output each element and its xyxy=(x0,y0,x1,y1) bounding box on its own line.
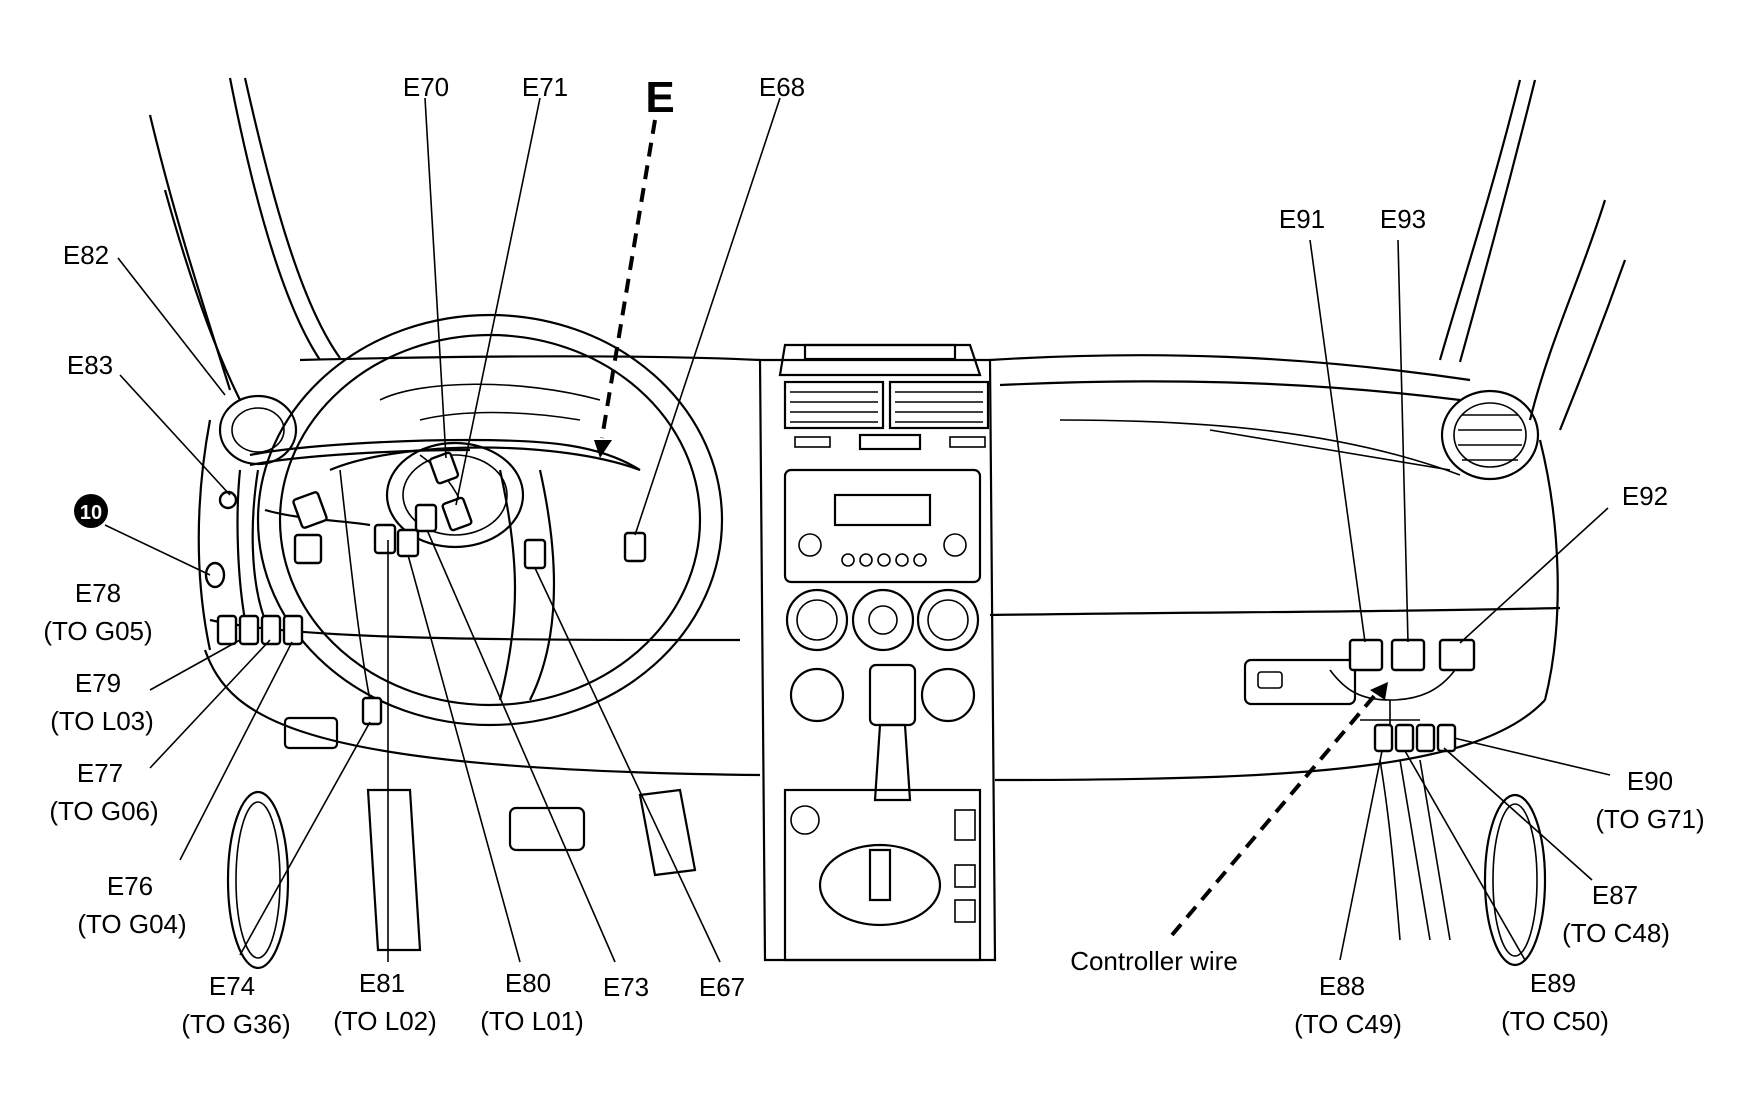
label-e74: E74 xyxy=(209,971,255,1001)
label-e71: E71 xyxy=(522,72,568,102)
label-e88-to: (TO C49) xyxy=(1294,1009,1402,1039)
label-e76: E76 xyxy=(107,871,153,901)
label-e78-to: (TO G05) xyxy=(43,616,152,646)
label-e89: E89 xyxy=(1530,968,1576,998)
label-e91: E91 xyxy=(1279,204,1325,234)
label-e77: E77 xyxy=(77,758,123,788)
label-e80: E80 xyxy=(505,968,551,998)
leader-lines xyxy=(104,97,1611,963)
label-e67: E67 xyxy=(699,972,745,1002)
label-e90: E90 xyxy=(1627,766,1673,796)
label-e78: E78 xyxy=(75,578,121,608)
label-e87: E87 xyxy=(1592,880,1638,910)
label-e82: E82 xyxy=(63,240,109,270)
label-e88: E88 xyxy=(1319,971,1365,1001)
ground-point-number: 10 xyxy=(80,502,102,524)
label-e79: E79 xyxy=(75,668,121,698)
label-e74-to: (TO G36) xyxy=(181,1009,290,1039)
dashboard-outline xyxy=(148,77,1627,970)
label-e76-to: (TO G04) xyxy=(77,909,186,939)
label-e87-to: (TO C48) xyxy=(1562,918,1670,948)
label-e68: E68 xyxy=(759,72,805,102)
label-e90-to: (TO G71) xyxy=(1595,804,1704,834)
connectors xyxy=(204,451,1476,753)
center-console xyxy=(758,343,997,962)
label-e70: E70 xyxy=(403,72,449,102)
view-arrows xyxy=(594,119,1388,937)
ground-point-icon xyxy=(74,494,108,528)
label-e92: E92 xyxy=(1622,481,1668,511)
label-e83: E83 xyxy=(67,350,113,380)
label-view-e: E xyxy=(645,73,674,122)
steering-wheel xyxy=(256,313,724,727)
label-e80-to: (TO L01) xyxy=(480,1006,584,1036)
labels: E70 E71 E E68 E82 E83 E78 (TO G05) E79 (… xyxy=(43,72,1704,1039)
label-e79-to: (TO L03) xyxy=(50,706,154,736)
label-e81: E81 xyxy=(359,968,405,998)
label-e73: E73 xyxy=(603,972,649,1002)
label-e89-to: (TO C50) xyxy=(1501,1006,1609,1036)
label-controller-wire: Controller wire xyxy=(1070,946,1238,976)
label-e77-to: (TO G06) xyxy=(49,796,158,826)
label-e81-to: (TO L02) xyxy=(333,1006,437,1036)
label-e93: E93 xyxy=(1380,204,1426,234)
